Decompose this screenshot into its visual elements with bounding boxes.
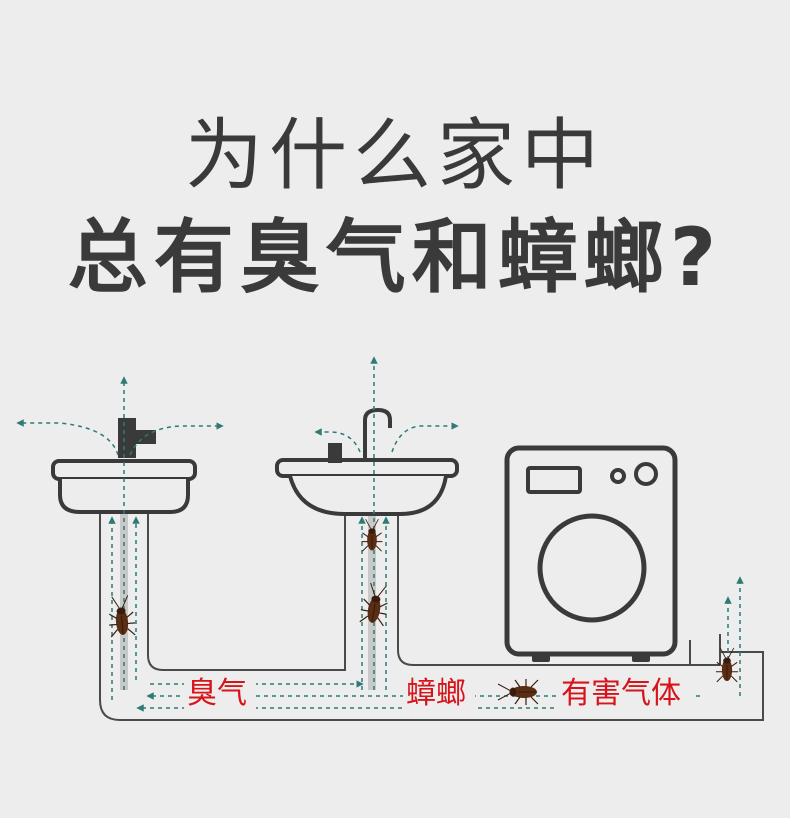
odor-label: 臭气 bbox=[187, 676, 247, 711]
washing-machine-icon bbox=[504, 445, 678, 662]
headline-line-2: 总有臭气和蟑螂? bbox=[67, 211, 723, 304]
pipe-kitchen-outer bbox=[397, 512, 720, 666]
pipe-outer bbox=[99, 512, 764, 721]
cockroach-label: 蟑螂 bbox=[406, 676, 466, 711]
kitchen-sink-icon bbox=[275, 407, 459, 516]
flow-arrow-icon bbox=[391, 422, 459, 453]
harmful-gas-label: 有害气体 bbox=[561, 676, 681, 711]
headline-line-1: 为什么家中 bbox=[184, 111, 605, 201]
cockroach-icon bbox=[497, 678, 539, 706]
pipe-back-walls bbox=[120, 512, 376, 690]
flow-arrow-icon bbox=[16, 419, 119, 456]
pipe-inner bbox=[147, 512, 347, 671]
drain-pipes bbox=[99, 512, 764, 721]
drain-illustration: 臭气 蟑螂 有害气体 bbox=[16, 356, 764, 721]
pipe-right-stub bbox=[689, 634, 721, 665]
